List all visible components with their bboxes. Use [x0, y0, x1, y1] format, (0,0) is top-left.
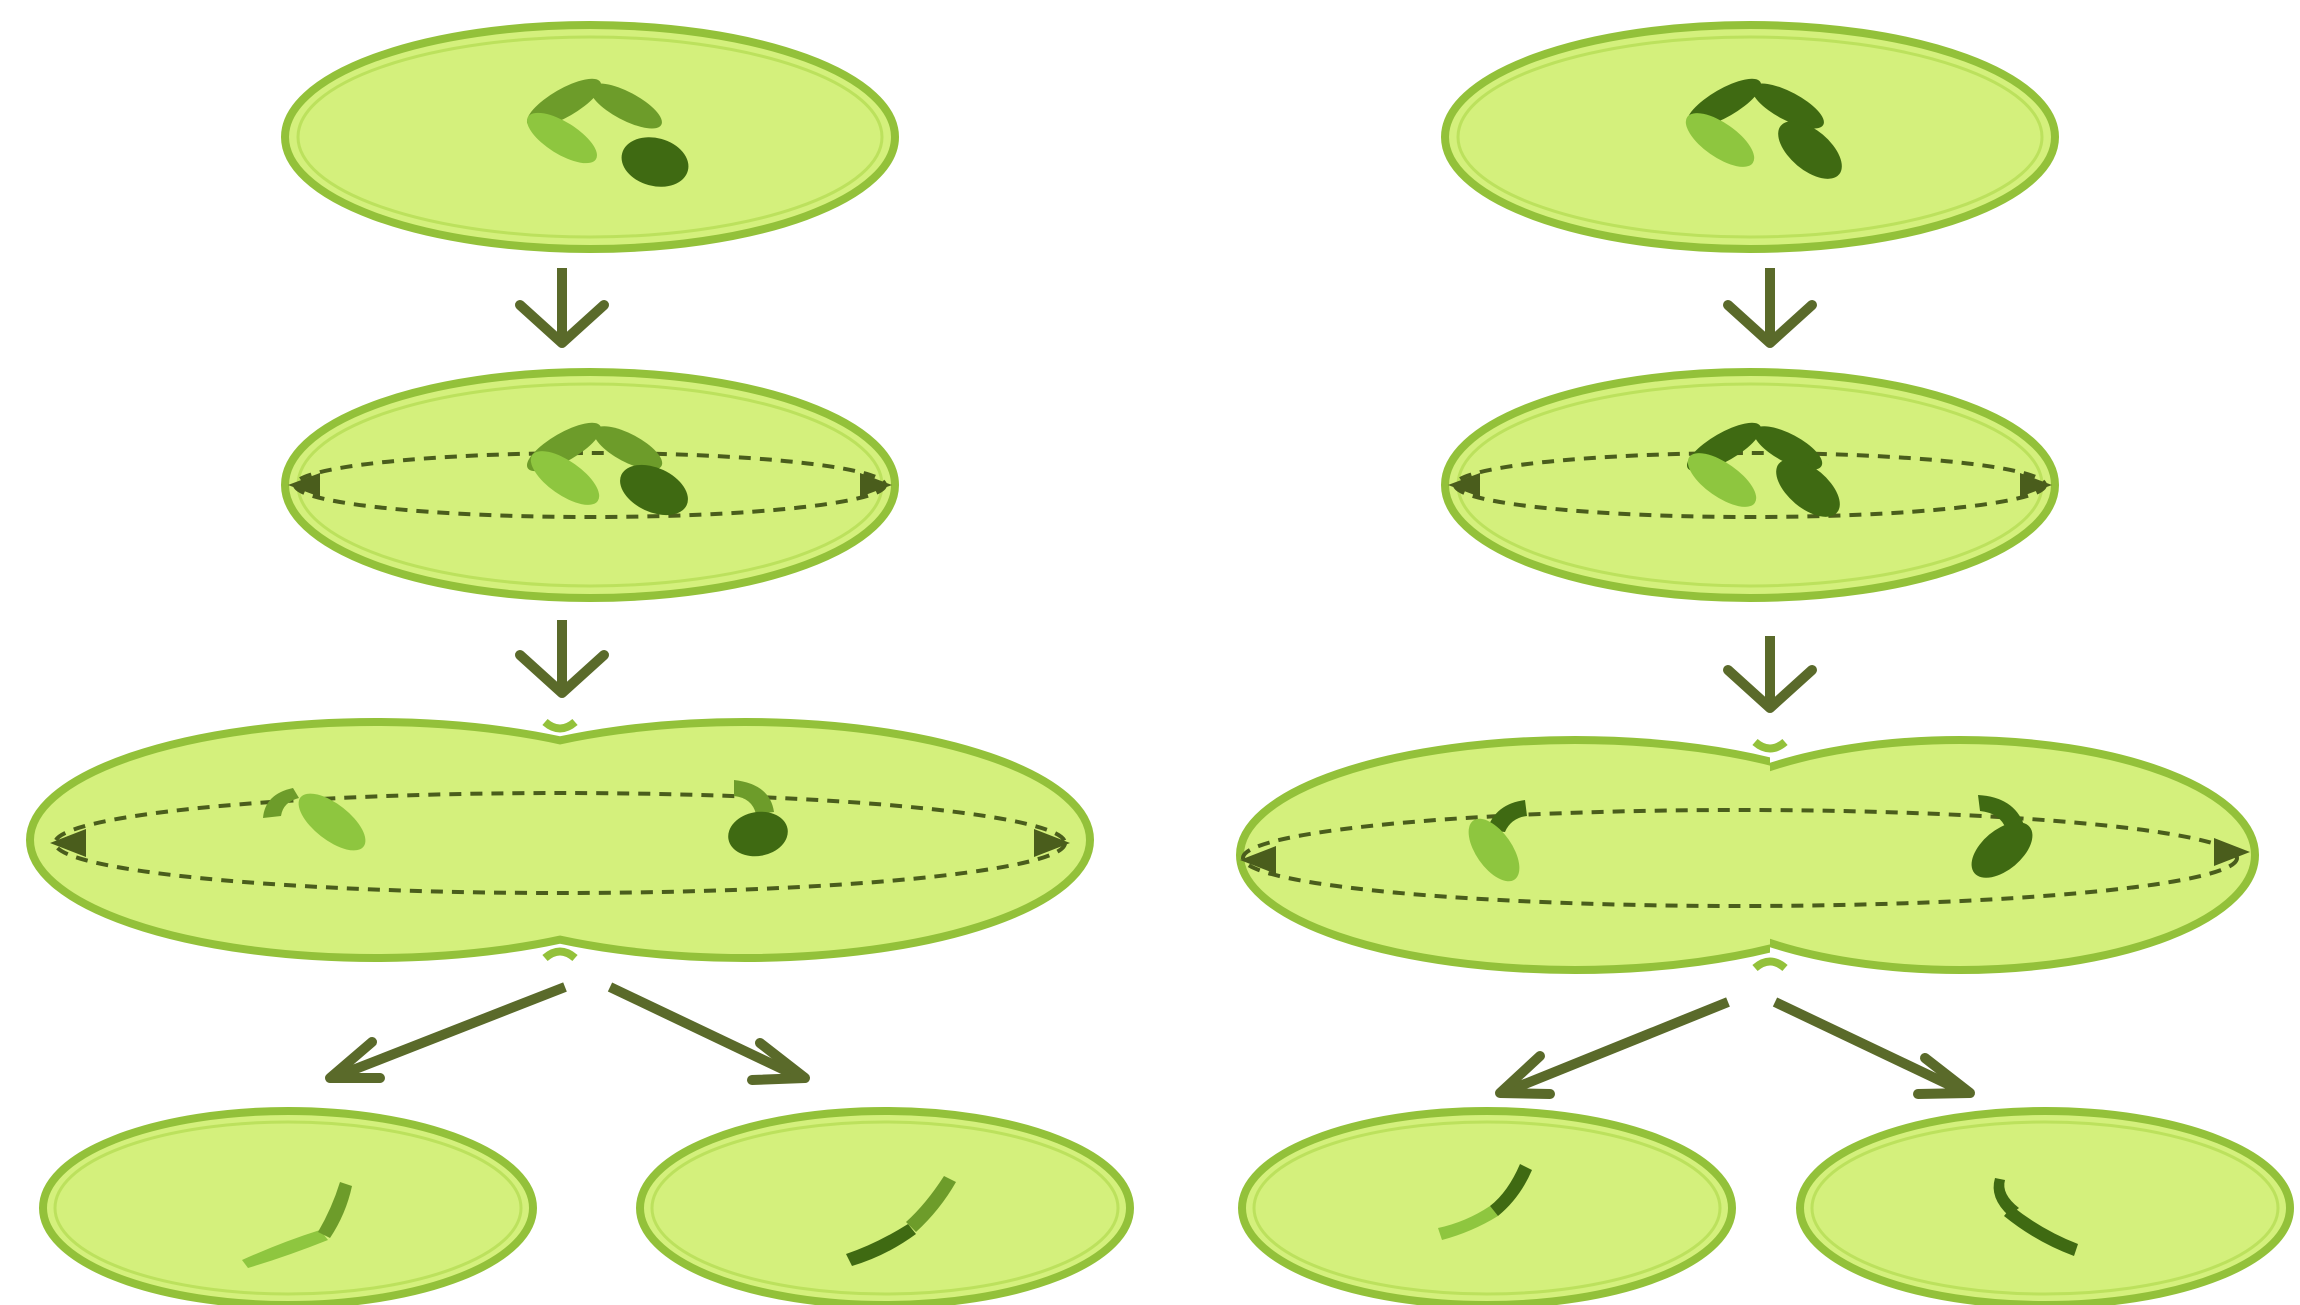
- left-daughter-cell-a: [43, 1111, 533, 1305]
- right-daughter-cell-a: [1242, 1111, 1732, 1305]
- left-cell-stage-1: [285, 25, 895, 249]
- left-column: [30, 25, 1130, 1305]
- left-diagonal-arrow-b: [610, 987, 805, 1080]
- right-cell-stage-2: [1445, 372, 2055, 598]
- right-cell-stage-1: [1445, 25, 2055, 249]
- left-down-arrow-2: [520, 620, 604, 693]
- right-diagonal-arrow-a: [1500, 1002, 1728, 1094]
- right-column: [1240, 25, 2290, 1305]
- right-diagonal-arrow-b: [1775, 1002, 1970, 1094]
- left-daughter-cell-b: [640, 1111, 1130, 1305]
- right-daughter-cell-b: [1800, 1111, 2290, 1305]
- left-cell-stage-2: [285, 372, 895, 598]
- right-cell-stage-3: [1240, 740, 2255, 970]
- right-down-arrow-1: [1728, 268, 1812, 343]
- right-down-arrow-2: [1728, 636, 1812, 708]
- left-diagonal-arrow-a: [330, 987, 565, 1078]
- left-down-arrow-1: [520, 268, 604, 343]
- left-cell-stage-3: [30, 722, 1090, 958]
